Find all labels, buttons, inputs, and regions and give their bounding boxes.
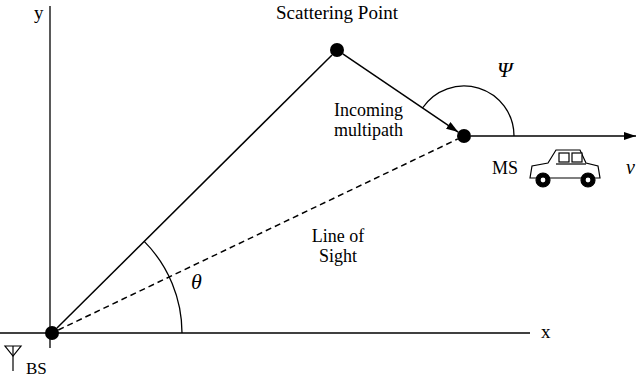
psi-arc <box>423 86 515 136</box>
angle-symbol: θ <box>191 270 202 294</box>
velocity-symbol: v <box>626 156 635 178</box>
velocity-arrow <box>471 135 636 137</box>
angle-symbol: Ψ <box>497 58 512 82</box>
node-label: Scattering Point <box>276 2 398 24</box>
base-station: BS <box>45 326 59 340</box>
path-label: Incoming multipath <box>334 100 414 140</box>
x-axis <box>0 332 530 333</box>
scattering-point: Scattering Point <box>330 43 344 57</box>
line-of-sight-line <box>58 139 457 330</box>
antenna-symbol <box>5 346 21 371</box>
axis-label: y <box>34 2 44 23</box>
theta-arc <box>144 241 182 333</box>
node-label: BS <box>26 359 47 379</box>
connector-group <box>57 54 458 330</box>
path-label: Line of Sight <box>300 226 376 266</box>
axis-label: x <box>541 321 551 342</box>
y-axis <box>49 6 50 348</box>
car-icon <box>530 150 600 187</box>
node-label: MS <box>492 158 518 179</box>
mobile-station: MS <box>457 129 471 143</box>
scatter-path-line <box>57 55 332 328</box>
